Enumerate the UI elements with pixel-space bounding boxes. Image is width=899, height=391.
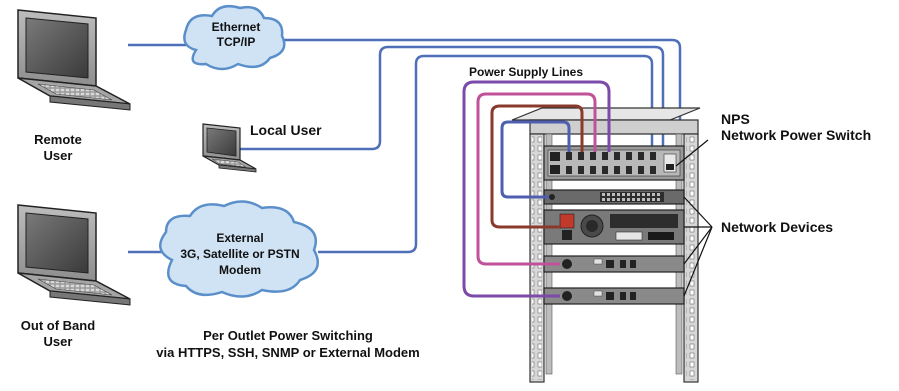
oob-user-laptop-icon: [17, 204, 131, 306]
remote-user-network-line: [128, 38, 682, 160]
oob-user-label-2: User: [44, 334, 73, 349]
local-user-network-line: [234, 45, 665, 160]
power-supply-lines: [462, 80, 611, 298]
server-unit: [543, 209, 685, 245]
network-lines: [128, 38, 682, 254]
power-supply-lines-label: Power Supply Lines: [469, 65, 583, 79]
power-line-device-1: [476, 92, 597, 266]
network-switch: [543, 189, 685, 205]
nps-label-2: Network Power Switch: [721, 127, 871, 143]
oob-user-network-line: [128, 54, 654, 254]
caption-line-2: via HTTPS, SSH, SNMP or External Modem: [156, 345, 419, 360]
oob-user-label-1: Out of Band: [21, 318, 95, 333]
remote-user-laptop-icon: [17, 9, 131, 111]
nps-unit: [543, 145, 685, 181]
local-user-label: Local User: [250, 122, 322, 138]
device-unit-2: [543, 287, 685, 305]
remote-user-label-2: User: [44, 148, 73, 163]
ethernet-label-2: TCP/IP: [217, 35, 256, 49]
power-line-switch: [500, 120, 571, 199]
power-line-device-2: [462, 80, 611, 298]
remote-user-label-1: Remote: [34, 132, 82, 147]
device-unit-1: [543, 255, 685, 273]
caption-line-1: Per Outlet Power Switching: [203, 328, 373, 343]
power-line-server: [490, 104, 584, 229]
callout-lines: [675, 139, 713, 297]
equipment-rack: [511, 107, 701, 383]
external-label-3: Modem: [219, 263, 261, 277]
nps-label-1: NPS: [721, 111, 750, 127]
modem-cloud: External 3G, Satellite or PSTN Modem: [159, 200, 319, 298]
ethernet-label-1: Ethernet: [212, 20, 261, 34]
external-label-2: 3G, Satellite or PSTN: [180, 247, 299, 261]
external-label-1: External: [216, 231, 263, 245]
network-devices-label: Network Devices: [721, 219, 833, 235]
ethernet-cloud: Ethernet TCP/IP: [183, 5, 286, 71]
local-user-laptop-icon: [202, 123, 257, 173]
